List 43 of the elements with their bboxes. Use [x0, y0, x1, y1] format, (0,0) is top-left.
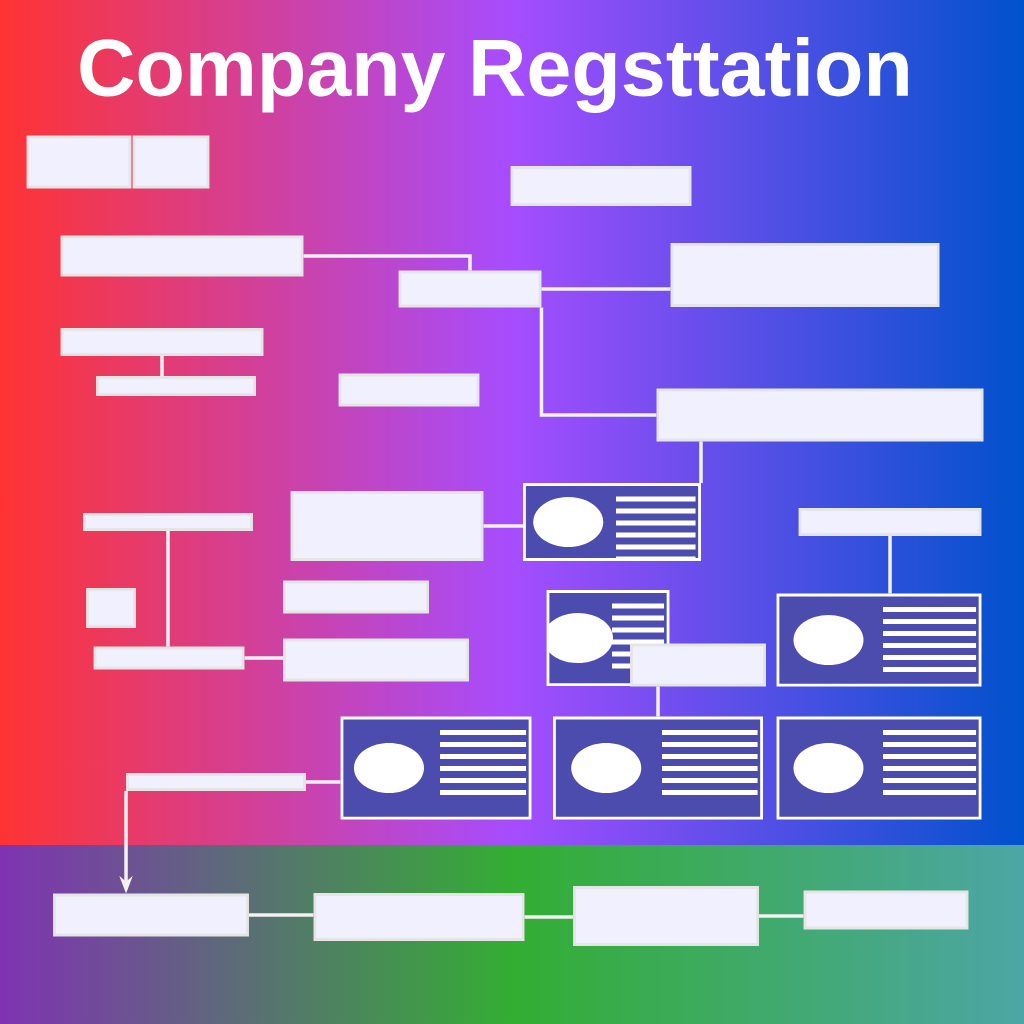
picture	[776, 593, 982, 687]
process-box	[60, 235, 304, 277]
process-box	[398, 270, 542, 308]
connector-line	[483, 524, 524, 528]
process-box	[798, 508, 982, 536]
process-box	[510, 166, 692, 206]
process-box	[573, 886, 759, 946]
connector-line	[305, 780, 341, 784]
connector-line	[244, 656, 284, 660]
connector-line	[888, 535, 892, 594]
connector-line	[160, 355, 164, 377]
process-box	[283, 638, 469, 682]
picture	[553, 716, 763, 820]
process-box	[60, 328, 264, 356]
process-box	[803, 890, 969, 930]
process-box	[630, 643, 766, 687]
process-box	[26, 135, 132, 189]
process-box	[96, 376, 256, 396]
picture	[523, 483, 701, 561]
process-box	[53, 893, 249, 937]
connector-line	[303, 254, 472, 271]
process-box	[132, 135, 210, 189]
connector-line	[524, 915, 574, 919]
connector-line	[248, 913, 314, 917]
picture	[776, 716, 982, 820]
connector-line	[656, 686, 660, 717]
process-box	[656, 388, 984, 442]
process-box	[93, 646, 245, 670]
connector-line	[166, 530, 170, 647]
process-box	[338, 373, 480, 407]
connector-line	[541, 287, 671, 291]
process-box	[313, 893, 525, 941]
process-box	[670, 243, 940, 307]
connector-line	[758, 914, 804, 918]
connector-line	[539, 307, 657, 417]
connector-line	[699, 441, 703, 484]
process-box	[283, 580, 429, 614]
process-box	[83, 513, 253, 531]
process-box	[290, 491, 484, 561]
process-box	[86, 588, 136, 628]
process-box	[126, 773, 306, 791]
title: Company Regsttation	[80, 37, 908, 113]
picture	[340, 716, 532, 820]
